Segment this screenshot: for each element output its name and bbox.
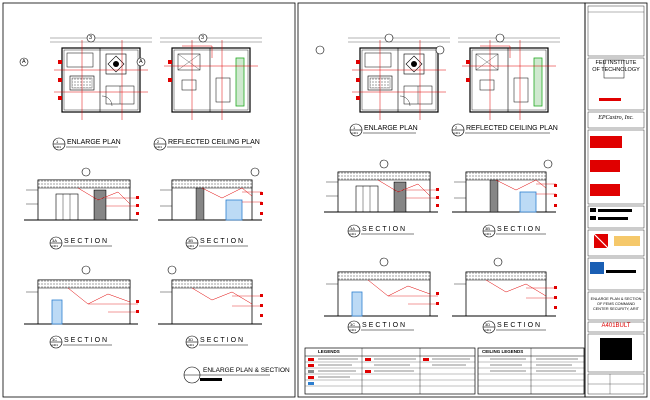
right-tag-1-num: 1	[353, 125, 356, 130]
sheet-desc-line2: OF FEMS COMMAND	[597, 302, 635, 306]
right-section-3c-title: SECTION	[362, 322, 408, 329]
left-section-3b	[157, 167, 264, 221]
right-tag-3a-num: 3A	[350, 226, 355, 231]
left-enlarge-plan-title: ENLARGE PLAN	[67, 139, 121, 146]
right-tag-3b-num: 3B	[485, 226, 490, 231]
right-tag-3b-sheet: A401	[484, 232, 492, 236]
right-tag-1-sheet: A401	[351, 131, 359, 135]
left-section-3a	[23, 167, 140, 221]
left-sheet-title: ENLARGE PLAN & SECTION	[203, 367, 290, 374]
left-tag-1-num: 1	[56, 139, 59, 144]
legends-title: LEGENDS	[318, 349, 340, 354]
left-section-3d-title: SECTION	[200, 337, 246, 344]
right-tag-3c-num: 3C	[350, 322, 356, 327]
left-tag-3a-sheet: A401	[51, 244, 59, 248]
right-tag-2-num: 2	[455, 125, 458, 130]
firm-name: EPCastro, Inc.	[598, 115, 634, 121]
right-tag-3d-sheet: A401	[484, 328, 492, 332]
left-tag-3c-num: 3C	[52, 337, 58, 342]
left-section-3c-title: SECTION	[64, 337, 110, 344]
left-reflected-ceiling-plan	[136, 33, 263, 121]
right-enlarge-plan	[315, 33, 451, 121]
left-plan-grid-3: 3	[89, 35, 93, 41]
left-rcp-grid-a: A	[139, 59, 143, 65]
left-tag-2-sheet: A401	[155, 145, 163, 149]
right-section-3a-title: SECTION	[362, 226, 408, 233]
left-tag-3b-num: 3B	[188, 238, 193, 243]
left-sheet-border	[2, 2, 296, 398]
institute-line2: OF TECHNOLOGY	[592, 67, 640, 73]
ceiling-legends-title: CEILING LEGENDS	[482, 349, 524, 354]
right-tag-2-sheet: A401	[453, 131, 461, 135]
left-section-3a-title: SECTION	[64, 238, 110, 245]
left-sheet-title-symbol	[183, 366, 270, 384]
right-section-3b	[451, 159, 558, 213]
right-section-3b-title: SECTION	[497, 226, 543, 233]
sheet-desc-line1: ENLARGE PLAN & SECTION	[590, 297, 642, 301]
left-section-3b-title: SECTION	[200, 238, 246, 245]
left-tag-3b-sheet: A401	[187, 244, 195, 248]
left-tag-3a-num: 3A	[52, 238, 57, 243]
right-enlarge-plan-title: ENLARGE PLAN	[364, 125, 418, 132]
left-section-3c	[23, 265, 140, 325]
title-block-border	[584, 2, 648, 398]
right-section-3a	[323, 159, 440, 213]
sheet-number: A401BULT	[601, 323, 631, 329]
ceiling-legends-table	[477, 347, 585, 395]
right-tag-3a-sheet: A401	[349, 232, 357, 236]
left-tag-3c-sheet: A401	[51, 343, 59, 347]
left-section-3d	[157, 265, 264, 325]
left-enlarge-plan	[19, 33, 153, 121]
right-rcp-title: REFLECTED CEILING PLAN	[466, 125, 558, 132]
left-view-tags	[49, 137, 199, 349]
left-plan-grid-a: A	[22, 59, 26, 65]
right-section-3d	[451, 257, 558, 317]
sheet-desc-line3: CENTER SECURITY, ARIT	[593, 307, 639, 311]
title-underlines	[63, 132, 550, 346]
left-tag-3d-sheet: A401	[187, 343, 195, 347]
right-section-3d-title: SECTION	[497, 322, 543, 329]
left-rcp-title: REFLECTED CEILING PLAN	[168, 139, 260, 146]
right-view-tags	[347, 123, 496, 334]
left-tag-1-sheet: A401	[54, 145, 62, 149]
left-rcp-grid-3: 3	[201, 35, 205, 41]
legends-table	[304, 347, 476, 395]
left-tag-3d-num: 3D	[188, 337, 194, 342]
right-tag-3d-num: 3D	[485, 322, 491, 327]
title-block	[587, 5, 645, 395]
institute-line1: FEU INSTITUTE	[595, 60, 637, 66]
right-section-3c	[323, 257, 440, 317]
left-tag-2-num: 2	[157, 139, 160, 144]
right-reflected-ceiling-plan	[435, 33, 561, 121]
right-tag-3c-sheet: A401	[349, 328, 357, 332]
